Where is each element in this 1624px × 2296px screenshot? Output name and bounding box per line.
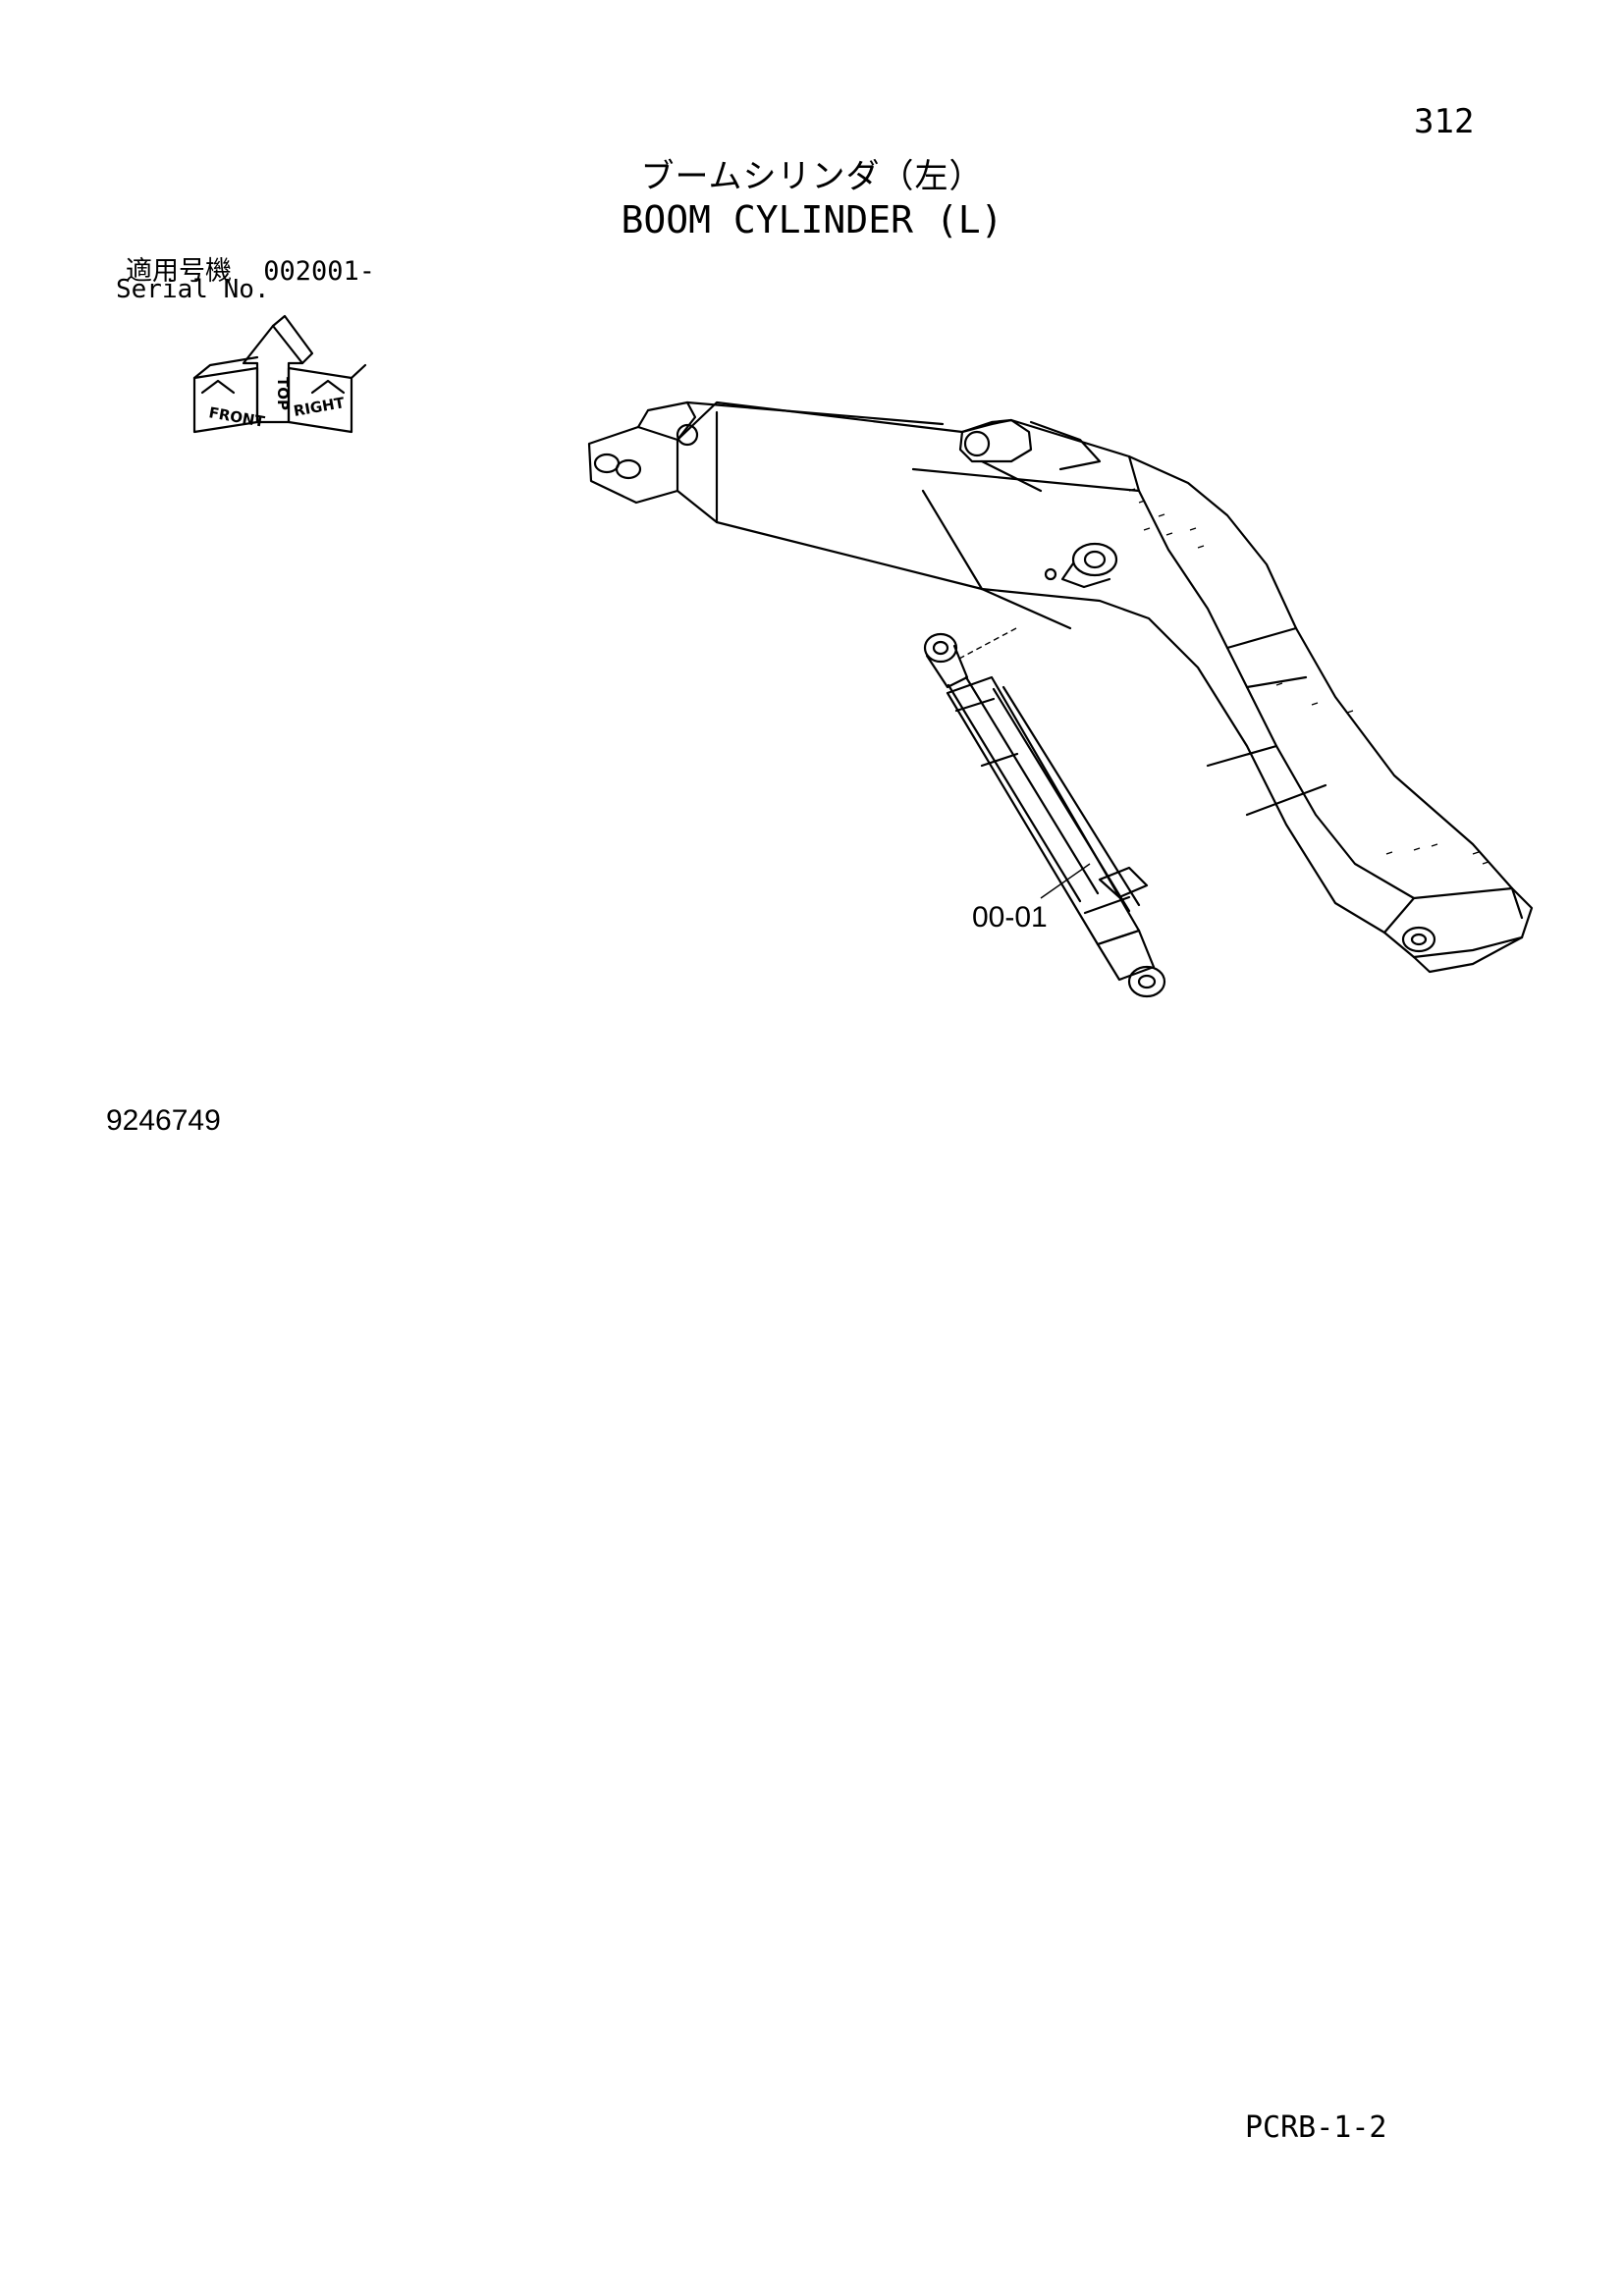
serial-value: 002001- [263,256,376,287]
orientation-top-label: TOP [274,377,292,410]
page-number: 312 [1414,102,1475,141]
boom-illustration [587,400,1534,974]
callout-label: 00-01 [972,901,1048,934]
title-japanese: ブームシリンダ（左） [640,157,984,196]
orientation-right-label: RIGHT [293,394,347,420]
boom-cylinder-illustration [923,627,1166,998]
part-number: 9246749 [106,1104,221,1137]
serial-label-english: Serial No. [116,275,270,304]
serial-label-japanese: 適用号機 [126,256,232,287]
title-english: BOOM CYLINDER (L) [621,198,1003,241]
orientation-icon: TOP FRONT RIGHT [192,314,367,434]
serial-row: 適用号機 002001- [126,249,375,288]
footer-code: PCRB-1-2 [1245,2110,1387,2145]
